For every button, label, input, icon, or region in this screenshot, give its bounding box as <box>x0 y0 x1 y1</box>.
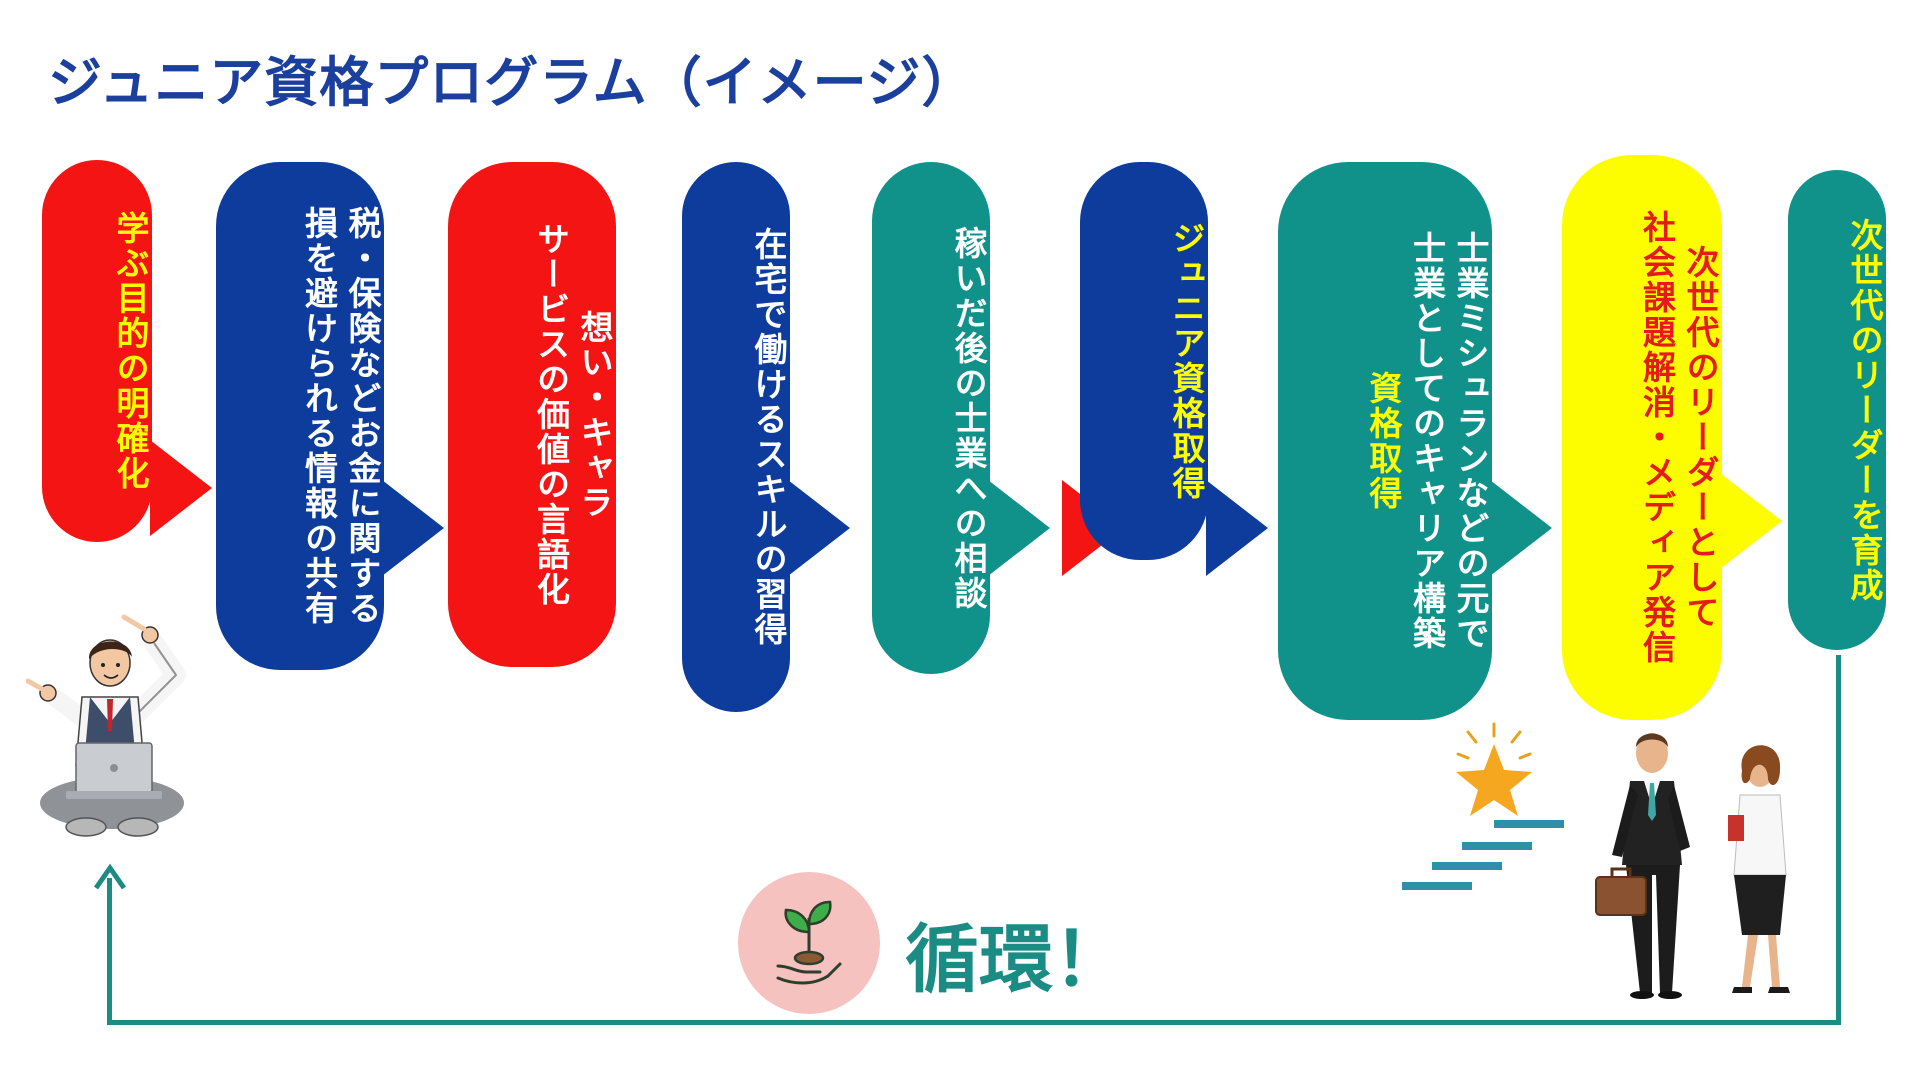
step-5: 稼いだ後の士業への相談 <box>872 162 1050 674</box>
step-text: 在宅で働けるスキルの習得 <box>682 180 790 694</box>
step-text-line: 社会課題解消・メディア発信 <box>1637 210 1677 665</box>
step-pill <box>1278 162 1492 720</box>
step-text-line: 次世代のリーダーとして <box>1681 245 1720 630</box>
step-text: ジュニア資格取得 <box>1080 180 1208 542</box>
step-text-line: 士業ミシュランなどの元で <box>1451 231 1490 651</box>
step-text-line: 損を避けられる情報の共有 <box>299 206 339 626</box>
step-6: ジュニア資格取得 <box>1080 162 1268 576</box>
step-text-line: 税・保険などお金に関する <box>343 206 382 626</box>
arrow-right-icon <box>788 480 850 576</box>
arrow-up-icon <box>93 863 127 890</box>
step-text: 学ぶ目的の明確化 <box>42 178 152 524</box>
arrow-right-icon <box>1490 480 1552 576</box>
step-8: 次世代のリーダーとして 社会課題解消・メディア発信 <box>1562 155 1782 720</box>
step-pill <box>872 162 990 674</box>
step-pill <box>42 160 152 542</box>
step-pill <box>448 162 616 667</box>
step-pill <box>1562 155 1722 720</box>
step-7: 士業ミシュランなどの元で 士業としてのキャリア構築 資格取得 <box>1278 162 1552 720</box>
arrow-right-icon <box>1720 473 1782 569</box>
arrow-right-icon <box>988 480 1050 576</box>
step-pill <box>682 162 790 712</box>
step-text: 次世代のリーダーを育成 <box>1788 188 1886 632</box>
arrow-right-icon <box>150 440 212 536</box>
step-text: 次世代のリーダーとして 社会課題解消・メディア発信 <box>1562 173 1722 702</box>
step-text-line: 学ぶ目的の明確化 <box>111 211 150 491</box>
step-text-line: 次世代のリーダーを育成 <box>1845 217 1884 603</box>
step-text-line: サービスの価値の言語化 <box>531 222 571 607</box>
step-text-line: ジュニア資格取得 <box>1167 221 1206 501</box>
step-2: 税・保険などお金に関する 損を避けられる情報の共有 <box>216 162 444 670</box>
step-1: 学ぶ目的の明確化 <box>42 160 212 542</box>
page-title: ジュニア資格プログラム（イメージ） <box>48 51 977 114</box>
loop-line-left <box>107 878 112 1025</box>
stairs-to-star-icon <box>1402 722 1564 890</box>
step-text: 士業ミシュランなどの元で 士業としてのキャリア構築 資格取得 <box>1278 180 1492 702</box>
cycle-label: 循環！ <box>905 917 1127 1003</box>
step-text-line: 稼いだ後の士業への相談 <box>949 225 988 611</box>
step-pill <box>1080 162 1208 560</box>
step-pill <box>216 162 384 670</box>
loop-line-bottom <box>107 1020 1841 1025</box>
arrow-right-icon <box>1206 480 1268 576</box>
step-text-line: 士業としてのキャリア構築 <box>1407 231 1447 651</box>
business-people-illustration <box>1595 733 1790 999</box>
step-text: 想い・キャラ サービスの価値の言語化 <box>448 180 616 649</box>
step-text-line-highlight: 資格取得 <box>1363 371 1403 511</box>
student-with-laptop-illustration <box>26 614 186 837</box>
sprout-in-hand-icon <box>776 900 842 985</box>
step-4: 在宅で働けるスキルの習得 <box>682 162 850 712</box>
step-text-line: 在宅で働けるスキルの習得 <box>749 227 788 647</box>
step-text: 税・保険などお金に関する 損を避けられる情報の共有 <box>216 180 384 652</box>
step-3: 想い・キャラ サービスの価値の言語化 <box>448 162 1124 667</box>
step-9: 次世代のリーダーを育成 <box>1788 170 1886 650</box>
arrow-right-icon <box>382 480 444 576</box>
step-text-line: 想い・キャラ <box>575 309 614 520</box>
step-pill <box>1788 170 1886 650</box>
step-text: 稼いだ後の士業への相談 <box>872 180 990 656</box>
loop-line-right <box>1836 655 1841 1025</box>
